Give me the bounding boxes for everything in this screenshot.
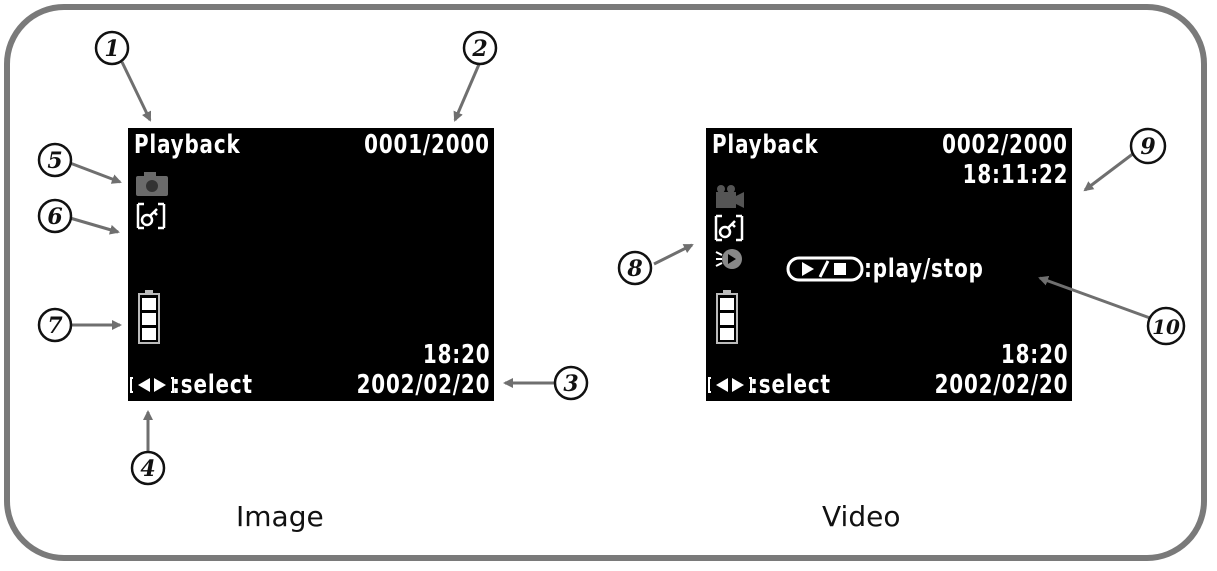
callout-number-9: 9 bbox=[1140, 134, 1155, 160]
play-stop-button-icon bbox=[786, 256, 864, 282]
callout-number-7: 7 bbox=[47, 313, 63, 339]
image-file-counter: 0001/2000 bbox=[364, 130, 490, 160]
image-date: 2002/02/20 bbox=[356, 370, 490, 400]
callout-number-5: 5 bbox=[47, 148, 62, 174]
callout-circle-10 bbox=[1146, 306, 1186, 346]
callout-circle-4 bbox=[130, 450, 166, 486]
image-select-hint: :select bbox=[172, 370, 253, 400]
image-time: 18:20 bbox=[422, 340, 490, 370]
callout-number-4: 4 bbox=[140, 456, 155, 482]
battery-icon bbox=[138, 290, 160, 344]
callout-circle-3 bbox=[553, 365, 589, 401]
callout-circle-8 bbox=[617, 250, 653, 286]
video-select-hint: :select bbox=[750, 370, 831, 400]
callout-arrow-9 bbox=[1083, 148, 1139, 192]
image-caption: Image bbox=[236, 500, 324, 533]
video-file-counter: 0002/2000 bbox=[942, 130, 1068, 160]
video-screen: Playback 0002/2000 18:11:22 :play/stop 1… bbox=[706, 128, 1072, 401]
callout-circle-6 bbox=[37, 198, 73, 234]
protect-key-icon bbox=[136, 202, 166, 230]
video-time: 18:20 bbox=[1000, 340, 1068, 370]
video-play-stop-hint: :play/stop bbox=[864, 254, 984, 284]
video-date: 2002/02/20 bbox=[934, 370, 1068, 400]
rounded-frame bbox=[4, 4, 1207, 561]
protect-key-icon bbox=[714, 214, 744, 242]
left-right-arrows-icon bbox=[130, 377, 174, 393]
callout-number-1: 1 bbox=[104, 36, 119, 62]
callout-arrow-10 bbox=[1038, 276, 1151, 320]
callout-number-3: 3 bbox=[563, 371, 578, 397]
callout-number-8: 8 bbox=[626, 256, 642, 282]
callout-circle-9 bbox=[1129, 127, 1167, 165]
voice-memo-icon bbox=[715, 249, 742, 269]
callout-circle-5 bbox=[37, 142, 73, 178]
callout-circle-2 bbox=[462, 30, 498, 66]
image-playback-title: Playback bbox=[134, 130, 241, 160]
callout-number-6: 6 bbox=[47, 204, 62, 230]
callout-arrow-6 bbox=[69, 216, 120, 235]
callout-number-10: 10 bbox=[1152, 315, 1180, 339]
callout-arrow-1 bbox=[120, 61, 152, 122]
callout-arrows bbox=[69, 61, 1151, 452]
callout-circle-1 bbox=[94, 30, 130, 66]
callout-circle-7 bbox=[37, 307, 73, 343]
movie-camera-icon bbox=[716, 185, 744, 208]
video-clock: 18:11:22 bbox=[962, 160, 1068, 190]
left-right-arrows-icon bbox=[708, 377, 752, 393]
callout-arrow-2 bbox=[453, 61, 482, 122]
video-playback-title: Playback bbox=[712, 130, 819, 160]
video-caption: Video bbox=[822, 500, 901, 533]
callout-number-2: 2 bbox=[471, 36, 487, 62]
image-screen: Playback 0001/2000 18:20 :select 2002/02… bbox=[128, 128, 494, 401]
battery-icon bbox=[716, 290, 738, 344]
camera-icon bbox=[136, 172, 168, 196]
callout-arrow-5 bbox=[69, 161, 122, 184]
callout-arrow-8 bbox=[653, 243, 694, 266]
